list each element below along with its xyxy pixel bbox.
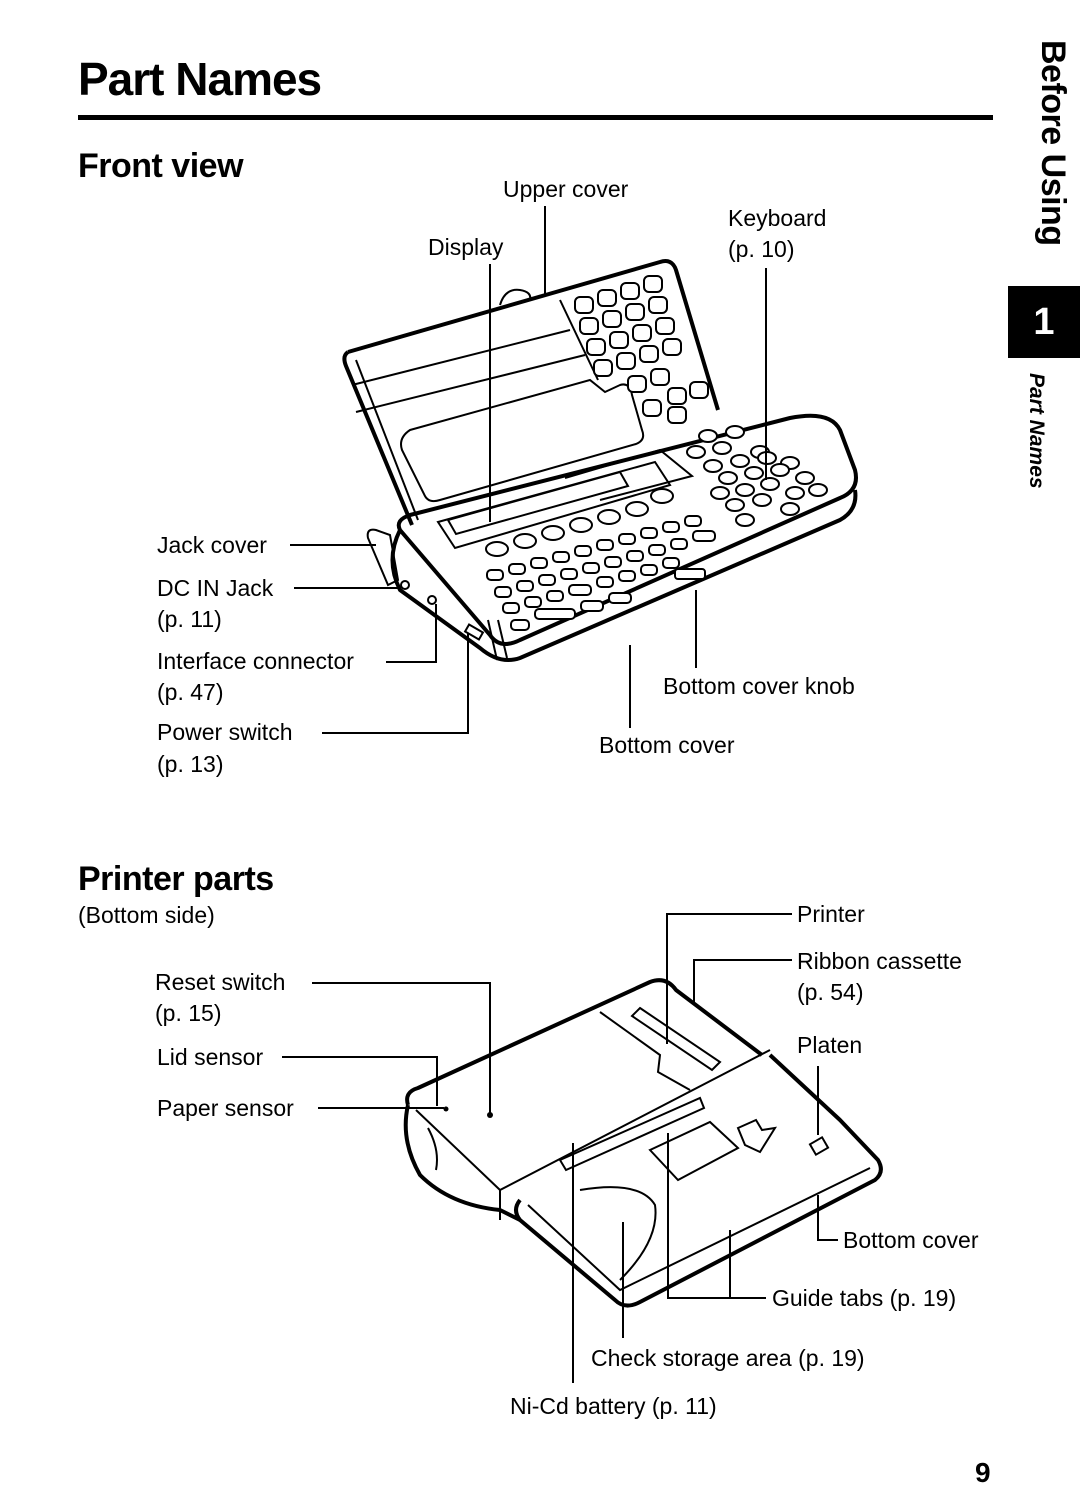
label-paper-sensor: Paper sensor (157, 1095, 294, 1121)
label-power-switch: Power switch (157, 719, 293, 745)
ribbon-slot (630, 1006, 722, 1072)
check-storage-area (648, 1120, 740, 1182)
bottom-cover-knob (674, 568, 706, 580)
title-divider (78, 115, 993, 120)
upper-cover-outline (347, 259, 720, 411)
label-interface-connector-ref: (p. 47) (157, 679, 224, 705)
lid-window (400, 378, 645, 503)
label-reset-switch: Reset switch (155, 969, 286, 995)
label-nicd-battery: Ni-Cd battery (p. 11) (510, 1393, 717, 1419)
hinge-knob (499, 288, 532, 306)
printer-parts-heading: Printer parts (78, 860, 274, 898)
battery-outline (579, 1186, 657, 1281)
label-power-switch-ref: (p. 13) (157, 751, 224, 777)
label-dc-in-jack: DC IN Jack (157, 575, 274, 601)
paper-sensor-point (443, 1106, 449, 1112)
label-lid-sensor: Lid sensor (157, 1044, 264, 1070)
reset-switch-hole (487, 1112, 493, 1118)
label-ribbon-cassette-ref: (p. 54) (797, 979, 864, 1005)
base-keyboard (485, 425, 828, 631)
label-keyboard-ref: (p. 10) (728, 236, 795, 262)
label-keyboard: Keyboard (728, 205, 827, 231)
chapter-number-badge: 1 (1008, 286, 1080, 358)
front-view-device-illustration (342, 259, 858, 662)
label-upper-cover: Upper cover (503, 176, 629, 202)
label-display: Display (428, 234, 504, 260)
power-switch-slider (463, 623, 485, 641)
label-check-storage-area: Check storage area (p. 19) (591, 1345, 865, 1371)
label-bottom-cover: Bottom cover (599, 732, 735, 758)
printer-callouts (282, 913, 838, 1383)
page-number: 9 (975, 1457, 991, 1488)
label-ribbon-cassette: Ribbon cassette (797, 948, 962, 974)
label-reset-switch-ref: (p. 15) (155, 1000, 222, 1026)
insert-arrow (736, 1118, 778, 1154)
label-jack-cover: Jack cover (157, 532, 267, 558)
interface-connector-port (427, 595, 437, 605)
label-printer: Printer (797, 901, 865, 927)
front-view-heading: Front view (78, 147, 244, 185)
base-body-outline (396, 413, 858, 646)
lid-keypad (574, 275, 709, 424)
platen-marker (808, 1135, 830, 1157)
label-guide-tabs: Guide tabs (p. 19) (772, 1285, 957, 1311)
printer-bottom-illustration (403, 978, 883, 1308)
page-title: Part Names (78, 53, 322, 105)
jack-cover-flap (366, 528, 400, 587)
front-view-callouts (290, 206, 767, 734)
label-bottom-cover-knob: Bottom cover knob (663, 673, 855, 699)
bottom-cover-tray-outline (514, 1053, 883, 1308)
label-platen: Platen (797, 1032, 863, 1058)
label-dc-in-jack-ref: (p. 11) (157, 606, 222, 632)
printer-parts-subheading: (Bottom side) (78, 902, 215, 928)
printer-body-outline (405, 978, 764, 1106)
dc-in-jack-port (400, 580, 410, 590)
label-printer-bottom-cover: Bottom cover (843, 1227, 979, 1253)
label-interface-connector: Interface connector (157, 648, 354, 674)
